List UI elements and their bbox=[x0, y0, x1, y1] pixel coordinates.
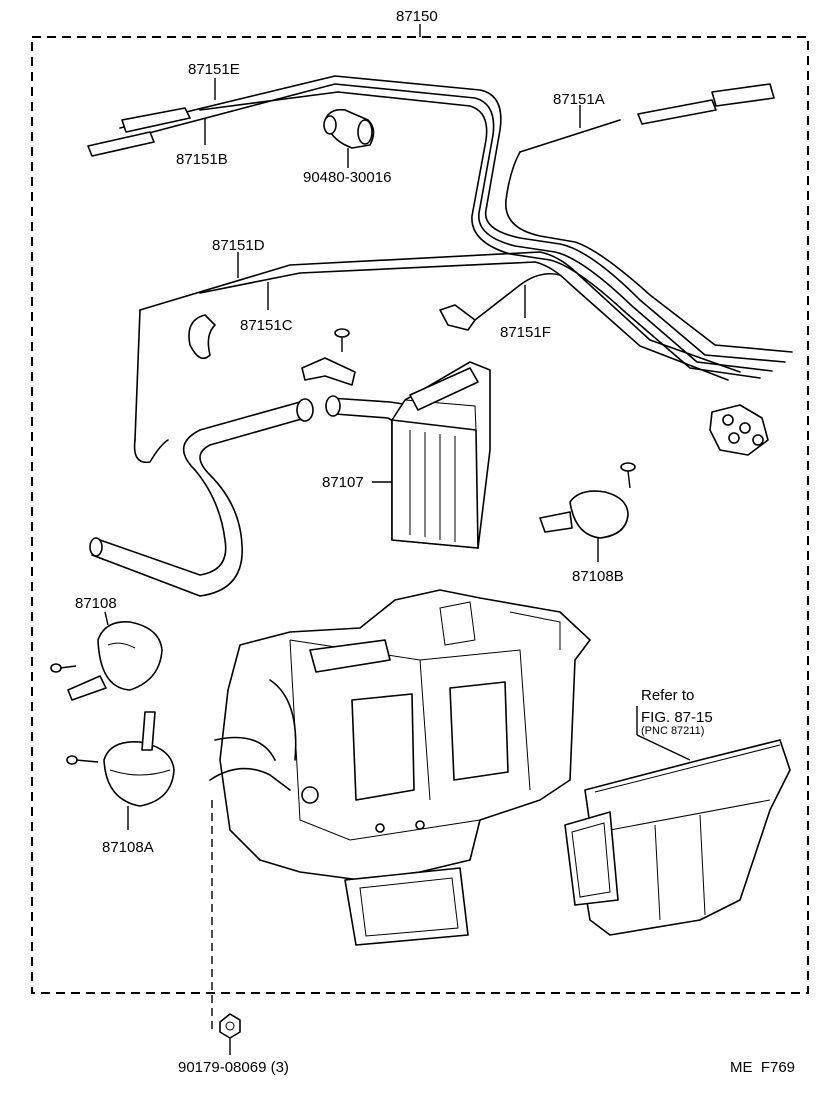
label-90480-30016: 90480-30016 bbox=[303, 169, 391, 186]
label-90179-08069: 90179-08069 (3) bbox=[178, 1059, 289, 1076]
connector-plug bbox=[709, 404, 769, 456]
tube-bundle bbox=[87, 75, 793, 464]
label-87151C: 87151C bbox=[240, 317, 293, 334]
screw-right bbox=[620, 462, 636, 489]
figure-code: ME F769 bbox=[730, 1059, 795, 1076]
clamp bbox=[301, 357, 356, 386]
ref-line-2: FIG. 87-15 bbox=[641, 709, 713, 726]
label-87151B: 87151B bbox=[176, 151, 228, 168]
label-87108B: 87108B bbox=[572, 568, 624, 585]
label-87151D: 87151D bbox=[212, 237, 265, 254]
actuator-87108A bbox=[66, 711, 175, 830]
label-87151F: 87151F bbox=[500, 324, 551, 341]
air-duct bbox=[564, 706, 791, 936]
assembly-frame bbox=[31, 36, 809, 994]
ref-line-3: (PNC 87211) bbox=[641, 725, 704, 737]
label-87108: 87108 bbox=[75, 595, 117, 612]
ref-line-1: Refer to bbox=[641, 687, 694, 704]
actuator-87108B bbox=[539, 490, 629, 562]
label-87151E: 87151E bbox=[188, 61, 240, 78]
nut-90179 bbox=[219, 1013, 241, 1055]
heater-case bbox=[209, 589, 591, 1030]
water-valve bbox=[323, 108, 375, 168]
heater-hose bbox=[89, 395, 411, 597]
label-87151A: 87151A bbox=[553, 91, 605, 108]
actuator-87108 bbox=[50, 621, 163, 701]
screw-top bbox=[334, 328, 350, 352]
label-87150: 87150 bbox=[396, 8, 438, 25]
label-87107: 87107 bbox=[322, 474, 364, 491]
heater-radiator bbox=[372, 361, 491, 549]
label-87108A: 87108A bbox=[102, 839, 154, 856]
